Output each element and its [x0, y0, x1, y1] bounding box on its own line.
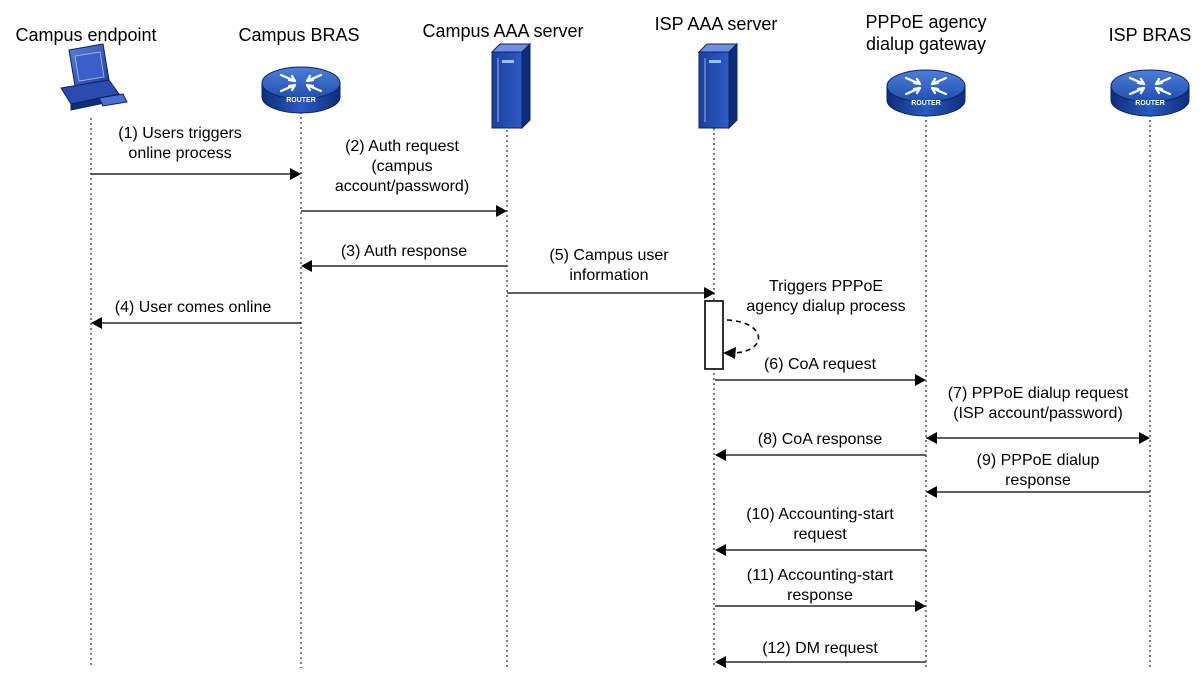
message-arrow-m3 [301, 260, 507, 272]
arrowhead [715, 544, 726, 556]
message-label-line: (11) Accounting-start [746, 567, 894, 584]
message-label-line: (4) User comes online [114, 299, 272, 316]
computer-icon-endpoint [60, 43, 128, 111]
router-icon-isp_bras: ROUTER [1110, 69, 1190, 117]
participant-title-endpoint: Campus endpoint [15, 24, 156, 46]
arrowhead [91, 317, 102, 329]
arrowhead [301, 260, 312, 272]
arrowhead [915, 374, 926, 386]
participant-title-line: dialup gateway [865, 34, 987, 54]
participant-title-line: ISP BRAS [1108, 25, 1192, 45]
message-arrow-m2 [301, 205, 507, 217]
message-label-line: (7) PPPoE dialup request [947, 385, 1129, 402]
message-label-line: (9) PPPoE dialup [976, 452, 1100, 469]
server-icon-campus_aaa [490, 42, 532, 130]
router-icon-text: ROUTER [1135, 100, 1165, 107]
participant-title-line: PPPoE agency [865, 12, 987, 32]
message-label-line: (2) Auth request [345, 138, 459, 155]
message-label-m12: (12) DM request [762, 639, 878, 659]
router-icon-text: ROUTER [911, 100, 941, 107]
message-label-m7: (7) PPPoE dialup request (ISP account/pas… [948, 384, 1129, 424]
message-label-m3: (3) Auth response [341, 242, 467, 262]
participant-title-isp_bras: ISP BRAS [1109, 24, 1192, 46]
message-label-line: (campus [371, 158, 433, 175]
participant-title-campus_aaa: Campus AAA server [422, 20, 583, 42]
router-icon-text: ROUTER [286, 97, 316, 104]
message-arrow-m8 [715, 449, 926, 461]
message-arrow-m5 [507, 287, 715, 299]
message-label-line: (ISP account/password) [953, 405, 1123, 422]
message-label-line: (10) Accounting-start [746, 506, 894, 523]
message-label-line: request [793, 526, 847, 543]
message-label-m11: (11) Accounting-start response [747, 566, 893, 606]
activation-bar-isp-aaa [704, 300, 760, 370]
message-label-m8: (8) CoA response [758, 430, 883, 450]
arrowhead [926, 486, 937, 498]
message-arrow-m4 [91, 317, 301, 329]
message-arrow-m10 [715, 544, 926, 556]
message-label-line: account/password) [334, 178, 470, 195]
message-label-m2: (2) Auth request (campus account/password) [335, 137, 469, 197]
participant-title-line: ISP AAA server [654, 14, 778, 34]
arrowhead [290, 168, 301, 180]
message-label-line: information [569, 267, 649, 284]
message-arrow-m7 [926, 432, 1150, 444]
message-label-m5: (5) Campus user information [549, 246, 668, 286]
router-icon-pppoe_gw: ROUTER [886, 69, 966, 117]
participant-title-line: Campus AAA server [422, 21, 584, 41]
message-label-line: (12) DM request [762, 640, 878, 657]
message-label-line: (3) Auth response [340, 243, 468, 260]
arrowhead [926, 432, 937, 444]
self-call-arc [726, 319, 760, 354]
arrowhead [915, 600, 926, 612]
message-label-line: Triggers PPPoE [768, 278, 884, 295]
message-label-m10: (10) Accounting-start request [746, 505, 894, 545]
message-arrow-m11 [715, 600, 926, 612]
message-label-line: online process [128, 145, 232, 162]
arrowhead [715, 449, 726, 461]
message-label-self: Triggers PPPoE agency dialup process [746, 277, 905, 317]
arrowhead [715, 656, 726, 668]
self-call-arrowhead [723, 347, 736, 359]
message-arrow-m1 [91, 168, 301, 180]
message-label-m1: (1) Users triggers online process [118, 124, 242, 164]
participant-title-campus_bras: Campus BRAS [238, 24, 359, 46]
message-label-m9: (9) PPPoE dialup response [977, 451, 1100, 491]
router-icon-campus_bras: ROUTER [261, 66, 341, 114]
message-label-line: (1) Users triggers [118, 125, 242, 142]
message-arrow-m12 [715, 656, 926, 668]
arrowhead [496, 205, 507, 217]
message-label-line: response [787, 587, 853, 604]
message-label-line: agency dialup process [746, 298, 906, 315]
message-arrow-m6 [715, 374, 926, 386]
server-icon-isp_aaa [697, 42, 739, 130]
message-label-line: (5) Campus user [549, 247, 669, 264]
arrowhead [704, 287, 715, 299]
message-label-line: (8) CoA response [757, 431, 883, 448]
participant-title-line: Campus endpoint [15, 25, 157, 45]
message-label-line: (6) CoA request [763, 356, 877, 373]
message-label-m6: (6) CoA request [764, 355, 876, 375]
message-arrow-m9 [926, 486, 1150, 498]
participant-title-line: Campus BRAS [238, 25, 360, 45]
arrowhead [1139, 432, 1150, 444]
participant-title-isp_aaa: ISP AAA server [655, 13, 778, 35]
message-label-m4: (4) User comes online [115, 298, 272, 318]
message-label-line: response [1005, 472, 1071, 489]
activation-box [704, 300, 724, 370]
